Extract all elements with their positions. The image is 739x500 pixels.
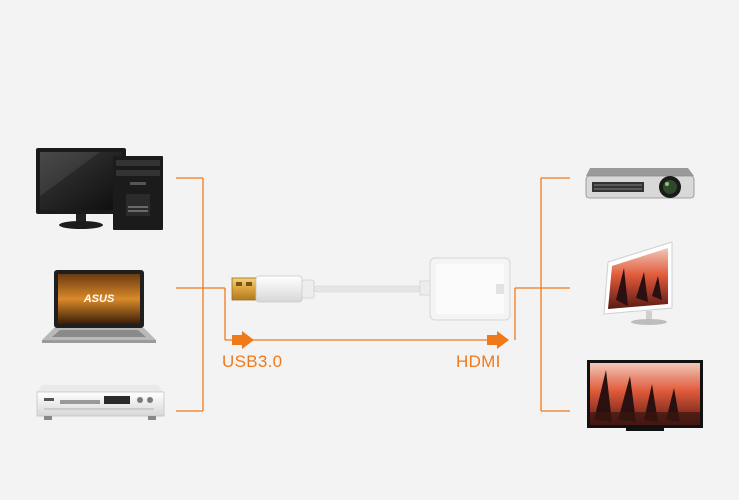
right-connector-lines xyxy=(514,177,570,412)
projector-icon xyxy=(585,168,695,199)
arrow-icon xyxy=(487,331,509,349)
monitor-icon xyxy=(603,241,673,325)
dvd-player-icon xyxy=(36,385,165,420)
laptop-logo: ASUS xyxy=(83,293,115,305)
television-icon xyxy=(587,360,703,431)
desktop-computer-icon xyxy=(36,148,163,230)
usb-port-label: USB3.0 xyxy=(222,352,283,371)
hdmi-port-label: HDMI xyxy=(456,352,501,371)
arrow-icon xyxy=(232,331,254,349)
laptop-icon: ASUS xyxy=(42,270,156,343)
usb-hdmi-adapter-icon xyxy=(231,257,511,321)
left-connector-lines xyxy=(176,177,505,412)
